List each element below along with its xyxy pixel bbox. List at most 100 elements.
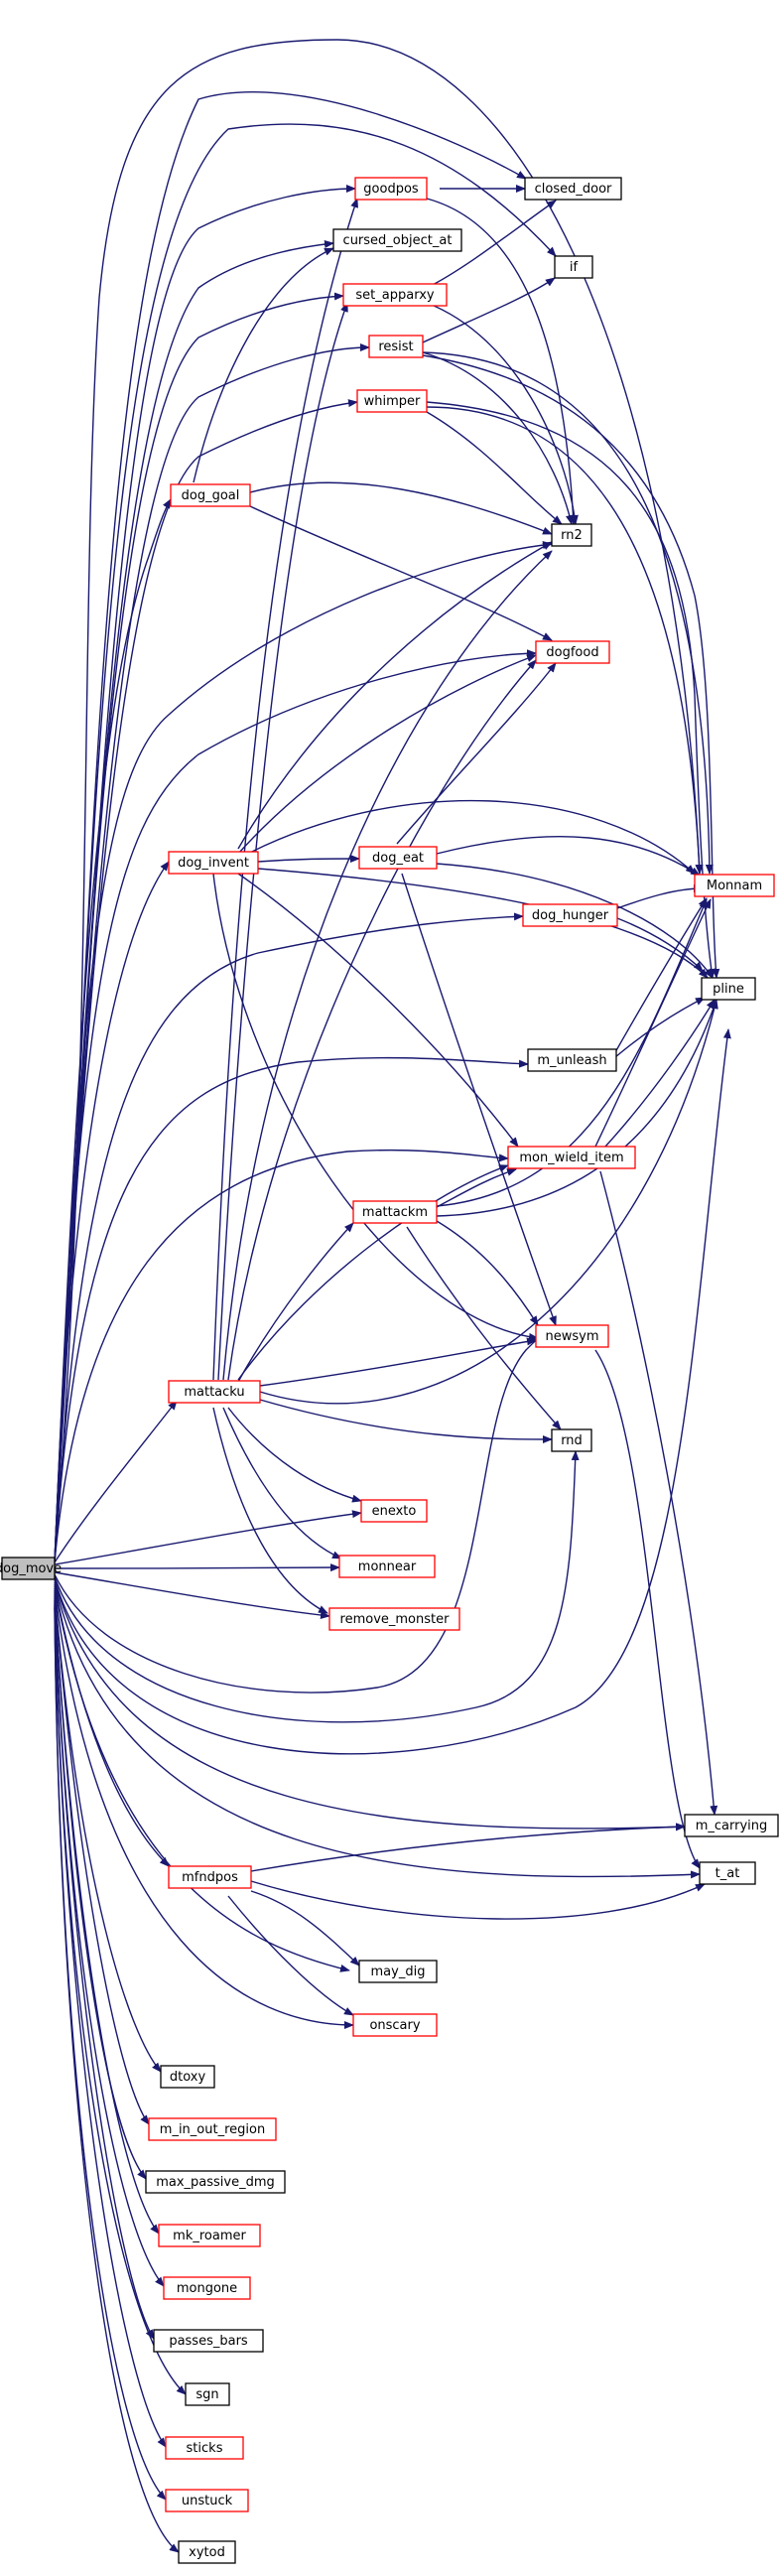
svg-text:closed_door: closed_door <box>535 182 612 197</box>
edge-dog_move-enexto <box>54 1510 362 1565</box>
node-mfndpos[interactable]: mfndpos <box>168 1865 252 1889</box>
node-m_in_out_region[interactable]: m_in_out_region <box>148 2117 277 2141</box>
edge-dog_move-newsym <box>54 1336 539 1694</box>
edge-dog_move-goodpos <box>54 185 356 1563</box>
edge-dog_move-dogfood <box>54 649 537 1563</box>
node-m_unleash[interactable]: m_unleash <box>527 1048 617 1072</box>
edge-dog_move-mon_wield_item <box>54 1149 509 1563</box>
svg-text:dog_invent: dog_invent <box>178 856 249 871</box>
node-resist[interactable]: resist <box>368 335 424 358</box>
node-passes_bars[interactable]: passes_bars <box>153 2329 264 2353</box>
edge-dog_eat-dogfood <box>396 662 557 845</box>
edge-dog_move-m_carrying <box>54 1579 686 1831</box>
edge-dog_move-xytod <box>54 1607 180 2553</box>
svg-text:dog_goal: dog_goal <box>182 488 240 503</box>
node-dog_eat[interactable]: dog_eat <box>358 846 438 870</box>
edge-m_unleash-Monnam <box>614 897 708 1053</box>
svg-text:sticks: sticks <box>187 2441 223 2456</box>
node-m_carrying[interactable]: m_carrying <box>684 1814 779 1837</box>
node-monnear[interactable]: monnear <box>338 1555 436 1578</box>
svg-text:rnd: rnd <box>561 1433 583 1448</box>
node-enexto[interactable]: enexto <box>360 1499 428 1523</box>
svg-text:whimper: whimper <box>364 394 421 409</box>
edge-resist-pline <box>422 354 720 979</box>
node-mk_roamer[interactable]: mk_roamer <box>158 2224 261 2247</box>
node-dog_invent[interactable]: dog_invent <box>168 851 259 875</box>
node-whimper[interactable]: whimper <box>356 389 428 413</box>
edge-dog_move-dog_invent <box>54 861 170 1563</box>
node-dogfood[interactable]: dogfood <box>535 640 610 664</box>
edge-mattackm-pline <box>436 999 717 1217</box>
edge-resist-if <box>422 277 556 343</box>
edge-dog_move-monnear <box>54 1563 340 1572</box>
svg-text:remove_monster: remove_monster <box>340 1612 451 1627</box>
node-if[interactable]: if <box>554 255 593 279</box>
node-pline[interactable]: pline <box>701 977 756 1001</box>
svg-text:newsym: newsym <box>546 1329 599 1344</box>
node-Monnam[interactable]: Monnam <box>694 874 775 897</box>
node-closed_door[interactable]: closed_door <box>524 177 622 201</box>
edge-mattacku-mattackm <box>237 1222 354 1383</box>
node-goodpos[interactable]: goodpos <box>354 177 428 201</box>
svg-text:mattacku: mattacku <box>184 1385 244 1400</box>
node-onscary[interactable]: onscary <box>352 2013 438 2037</box>
edge-m_unleash-pline <box>614 997 706 1058</box>
node-mattacku[interactable]: mattacku <box>168 1380 261 1404</box>
edge-set_apparxy-rn2 <box>426 302 579 525</box>
node-remove_monster[interactable]: remove_monster <box>328 1607 460 1631</box>
edge-mattacku-rn2 <box>222 550 553 1381</box>
node-dtoxy[interactable]: dtoxy <box>160 2065 215 2089</box>
node-mon_wield_item[interactable]: mon_wield_item <box>507 1146 636 1169</box>
node-may_dig[interactable]: may_dig <box>358 1960 438 1983</box>
node-xytod[interactable]: xytod <box>178 2540 236 2564</box>
node-newsym[interactable]: newsym <box>535 1324 609 1348</box>
svg-text:m_in_out_region: m_in_out_region <box>160 2122 265 2137</box>
svg-text:enexto: enexto <box>372 1504 417 1519</box>
node-dog_move[interactable]: dog_move <box>0 1557 62 1580</box>
edge-dog_move-rn2 <box>54 541 553 1563</box>
edge-mattacku-enexto <box>227 1407 362 1503</box>
svg-text:m_carrying: m_carrying <box>696 1819 768 1833</box>
node-mongone[interactable]: mongone <box>163 2276 251 2300</box>
svg-text:pline: pline <box>713 982 744 997</box>
node-set_apparxy[interactable]: set_apparxy <box>342 283 448 307</box>
node-sticks[interactable]: sticks <box>165 2436 244 2460</box>
node-t_at[interactable]: t_at <box>699 1861 756 1885</box>
call-nodes: dog_move goodpos closed_door cursed_obje… <box>0 177 779 2564</box>
node-mattackm[interactable]: mattackm <box>352 1200 438 1224</box>
edge-dog_move-m_unleash <box>54 1056 529 1563</box>
edge-dog_move-Monnam <box>54 39 704 1563</box>
node-cursed_object_at[interactable]: cursed_object_at <box>332 228 462 252</box>
svg-text:Monnam: Monnam <box>707 879 762 893</box>
edge-mattacku-monnear <box>222 1407 342 1559</box>
node-rn2[interactable]: rn2 <box>551 523 592 547</box>
edge-dog_eat-newsym <box>401 873 557 1326</box>
edge-whimper-rn2 <box>426 411 563 525</box>
edge-mattacku-goodpos <box>212 198 358 1381</box>
node-dog_hunger[interactable]: dog_hunger <box>522 903 618 927</box>
svg-text:mattackm: mattackm <box>362 1205 428 1220</box>
node-unstuck[interactable]: unstuck <box>165 2489 249 2512</box>
svg-text:sgn: sgn <box>195 2387 218 2402</box>
svg-text:dog_move: dog_move <box>0 1561 62 1576</box>
edge-dog_move-dog_hunger <box>54 912 524 1563</box>
edge-dog_move-m_in_out_region <box>54 1591 150 2125</box>
node-max_passive_dmg[interactable]: max_passive_dmg <box>145 2170 286 2194</box>
edge-dog_goal-rn2 <box>249 481 553 535</box>
svg-text:mongone: mongone <box>177 2281 237 2296</box>
edge-dog_hunger-Monnam <box>616 884 704 909</box>
node-dog_goal[interactable]: dog_goal <box>170 483 251 507</box>
svg-text:mk_roamer: mk_roamer <box>173 2229 246 2243</box>
edge-dog_move-sticks <box>54 1603 167 2448</box>
node-sgn[interactable]: sgn <box>185 2382 230 2406</box>
edge-dog_invent-newsym <box>212 873 539 1341</box>
edge-mattacku-rnd <box>259 1399 553 1443</box>
edge-dog_move-passes_bars <box>54 1599 155 2340</box>
edge-set_apparxy-closed_door <box>426 200 557 289</box>
svg-text:m_unleash: m_unleash <box>537 1053 606 1068</box>
edge-whimper-Monnam <box>426 406 704 875</box>
call-edges <box>54 39 731 2553</box>
svg-text:max_passive_dmg: max_passive_dmg <box>156 2175 275 2190</box>
node-rnd[interactable]: rnd <box>551 1428 592 1452</box>
edge-resist-rn2 <box>422 351 574 525</box>
